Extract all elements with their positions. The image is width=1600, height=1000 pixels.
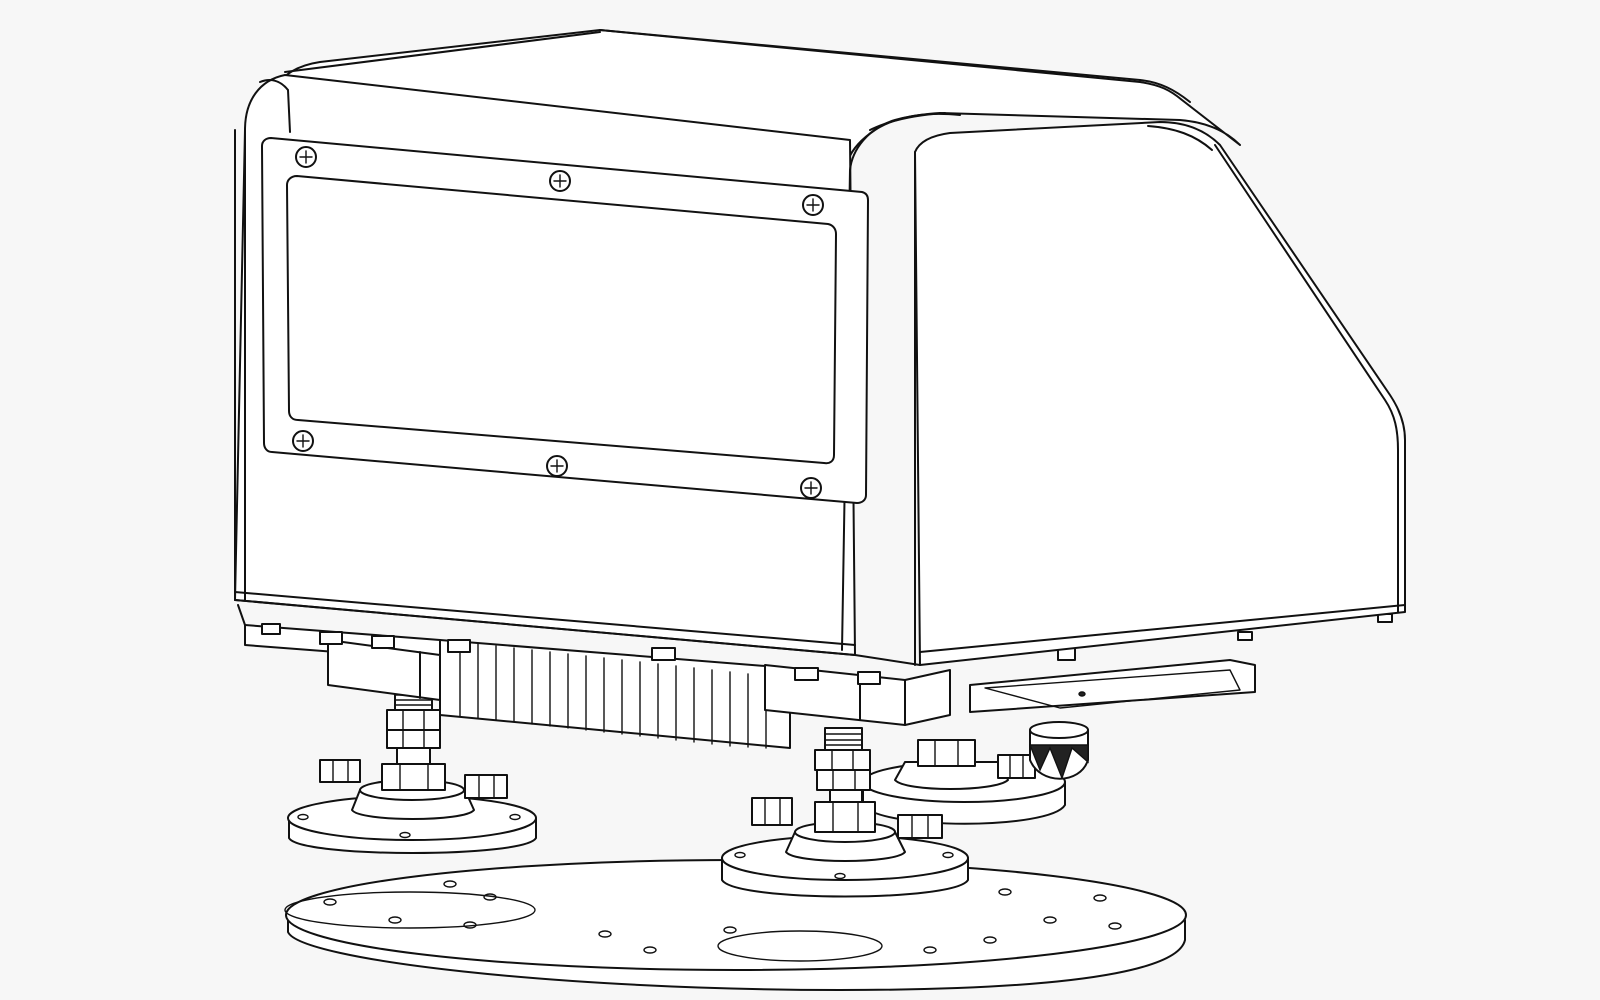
leveling-foot-back — [862, 739, 1066, 825]
leveling-foot-left — [287, 689, 537, 854]
window-screws — [292, 146, 824, 499]
screw-icon — [546, 455, 568, 477]
screw-icon — [549, 170, 571, 192]
housing-side-panel — [914, 121, 1406, 666]
cable-gland — [1028, 721, 1089, 781]
front-window-glass — [286, 175, 837, 465]
screw-icon — [292, 430, 314, 452]
plate-bolt-holes — [323, 880, 1122, 954]
mounting-bracket-right — [651, 613, 1393, 726]
leveling-foot-center — [721, 727, 969, 898]
bracket-bolts-right — [651, 613, 1393, 685]
plate-cutout-left — [284, 891, 536, 929]
side-handle — [969, 659, 1256, 713]
mounting-bracket-left — [244, 623, 471, 701]
screw-icon — [295, 146, 317, 168]
screw-icon — [802, 194, 824, 216]
front-window-frame — [261, 137, 869, 504]
screw-icon — [800, 477, 822, 499]
heat-sink — [439, 639, 791, 749]
plate-cutout-center — [717, 930, 883, 962]
bracket-bolts-left — [261, 623, 471, 653]
